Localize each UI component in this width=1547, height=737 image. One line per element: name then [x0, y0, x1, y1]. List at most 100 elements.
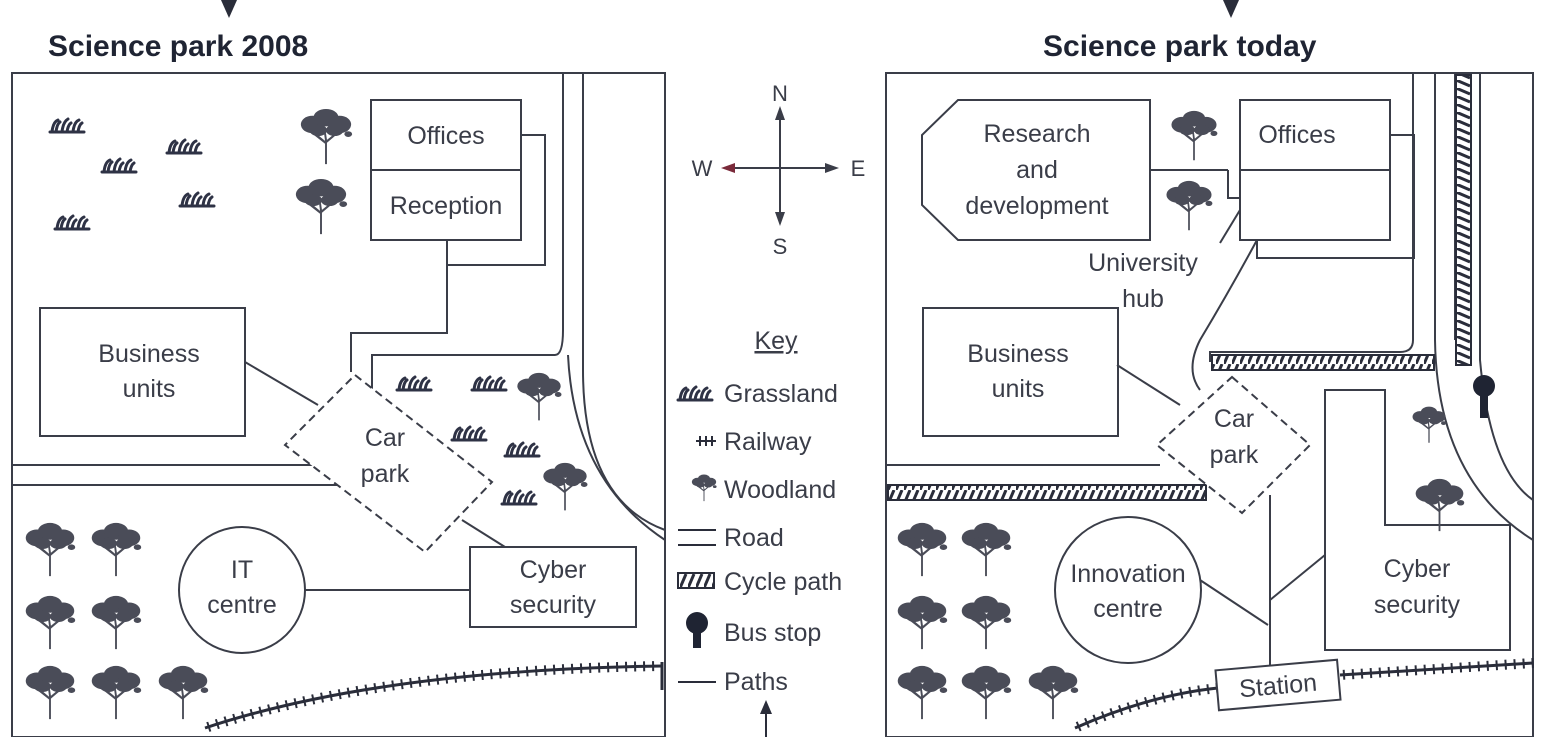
railway-tie [267, 704, 272, 715]
it-centre [178, 526, 306, 654]
car-park [283, 373, 494, 554]
railway-tie [552, 664, 556, 675]
railway-tie [561, 664, 565, 675]
railway-tie [1126, 702, 1132, 713]
railway-tie [462, 671, 466, 682]
railway-tie [543, 665, 547, 676]
railway-tie [507, 667, 511, 678]
railway-tie [293, 698, 298, 709]
railway-tie [1351, 669, 1355, 680]
business-units-label-line1: Business [967, 340, 1068, 368]
railway-tie [284, 700, 289, 711]
business-units-label-line2: units [123, 375, 176, 403]
railway-tie [373, 683, 377, 694]
railway-tie [391, 680, 395, 691]
railway-tie [427, 675, 431, 686]
railway-tie [232, 713, 237, 724]
railway-tie [1170, 690, 1175, 701]
key-item-grassland: Grassland [724, 380, 838, 408]
map-today: Science park today Research and developm… [885, 30, 1534, 737]
railway-tie [1179, 688, 1184, 699]
innovation-centre [1054, 516, 1202, 664]
railway-tie [1522, 658, 1525, 669]
railway-tie [328, 690, 333, 701]
railway-tie [302, 696, 307, 707]
railway-tie [1197, 685, 1201, 696]
railway-tie [1396, 666, 1400, 677]
car-park-label-line2: park [361, 460, 410, 488]
compass-west: W [692, 156, 713, 181]
railway-tie [1188, 686, 1193, 697]
key-title: Key [754, 327, 798, 355]
railway-tie [275, 702, 281, 713]
railway-tie [1206, 684, 1210, 695]
railway-tie [1135, 699, 1141, 710]
car-park [1155, 375, 1312, 515]
compass-east: E [851, 156, 866, 181]
railway-ties [206, 661, 655, 732]
university-hub-label-line2: hub [1122, 285, 1164, 313]
railway-tie [355, 685, 360, 697]
railway-tie [346, 687, 351, 698]
bus-stop [1473, 375, 1495, 418]
railway-tie [1495, 660, 1499, 671]
railway-tie [418, 676, 422, 687]
cyber-security-building [469, 546, 637, 628]
university-hub-building [1239, 169, 1391, 241]
railway-tie [1387, 666, 1391, 678]
research-label-line3: development [965, 192, 1108, 220]
key-item-woodland: Woodland [724, 476, 836, 504]
railway-tie [1459, 662, 1463, 673]
key-item-paths: Paths [724, 668, 788, 696]
railway-tie [400, 679, 404, 690]
map-2008-title: Science park 2008 [48, 30, 308, 63]
railway-tie [1100, 711, 1107, 722]
railway-tie [1152, 694, 1158, 705]
pointer-arrow-left [221, 0, 237, 18]
railway-tie [258, 706, 263, 717]
cyber-security-building [1324, 389, 1511, 651]
railway-tie [1405, 665, 1409, 676]
railway-tie [249, 708, 255, 720]
railway-tie [1360, 668, 1364, 679]
railway-tie [1075, 721, 1082, 732]
railway-tie [453, 672, 458, 683]
map-2008: Science park 2008 Offices Reception [11, 30, 666, 737]
cycle-path-icon [677, 572, 715, 589]
railway-tie [480, 669, 484, 681]
cycle-path-east [1455, 74, 1472, 366]
map-today-border [885, 72, 1534, 737]
railway-tie [240, 711, 246, 722]
railway-tie [337, 689, 342, 700]
railway-ties [1075, 657, 1534, 732]
railway-tie [471, 670, 475, 681]
compass: N S E W [692, 81, 866, 259]
railway-tie [525, 666, 529, 677]
innovation-centre-label-line1: Innovation [1070, 560, 1185, 588]
paths [1116, 134, 1415, 670]
grassland-icon [676, 385, 714, 402]
railway-tie [382, 681, 386, 692]
offices-label: Offices [1258, 121, 1335, 149]
railway-tie [489, 669, 493, 680]
car-park-label-line1: Car [1214, 405, 1254, 433]
key-item-cycle-path: Cycle path [724, 568, 842, 596]
cyber-security-label-line1: Cyber [1384, 555, 1451, 583]
railway-icon [696, 436, 716, 446]
research-label-line2: and [1016, 156, 1058, 184]
railway-tie [320, 692, 324, 703]
business-units-label-line1: Business [98, 340, 199, 368]
university-hub-label-line1: University [1088, 249, 1198, 277]
railway-tie [364, 684, 369, 695]
railway-tie [1432, 664, 1436, 675]
railway-tie [223, 716, 229, 727]
railway-tie [516, 666, 520, 678]
railway-tie [311, 694, 316, 705]
railway-tie [1450, 662, 1454, 674]
station-label: Station [1238, 669, 1318, 704]
business-units-label-line2: units [992, 375, 1045, 403]
woodland-icon [691, 474, 717, 502]
railway-tie [409, 677, 413, 689]
railway-tie [1477, 661, 1481, 672]
cyber-security-label-line2: security [510, 591, 597, 619]
